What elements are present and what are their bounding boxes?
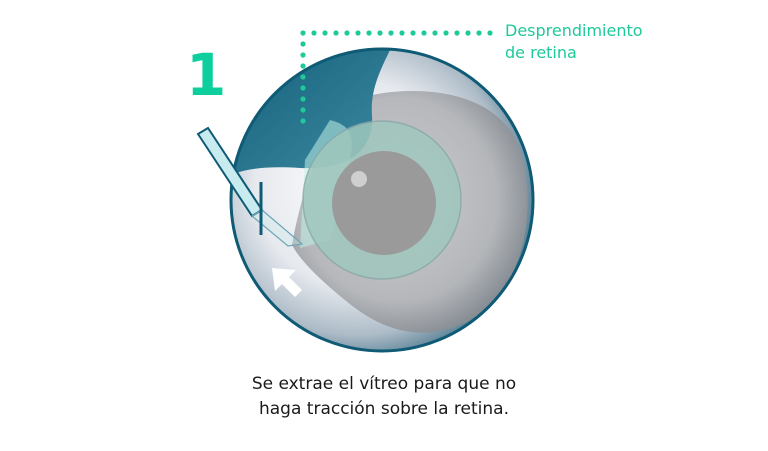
arrow-icon	[272, 268, 302, 297]
caption-line-2: haga tracción sobre la retina.	[258, 399, 509, 419]
caption-line-1: Se extrae el vítreo para que no	[251, 374, 517, 394]
step-number: 1	[186, 41, 226, 109]
vitrectomy-cannula	[196, 126, 304, 247]
caption: Se extrae el vítreo para que no haga tra…	[0, 372, 768, 422]
eyeball	[229, 47, 535, 353]
pupil	[332, 151, 436, 255]
callout-line-2: de retina	[505, 43, 577, 62]
callout-dotted-line	[300, 30, 493, 124]
callout-label: Desprendimiento de retina	[505, 20, 643, 64]
callout-line-1: Desprendimiento	[505, 21, 643, 40]
pupil-highlight	[351, 171, 367, 187]
